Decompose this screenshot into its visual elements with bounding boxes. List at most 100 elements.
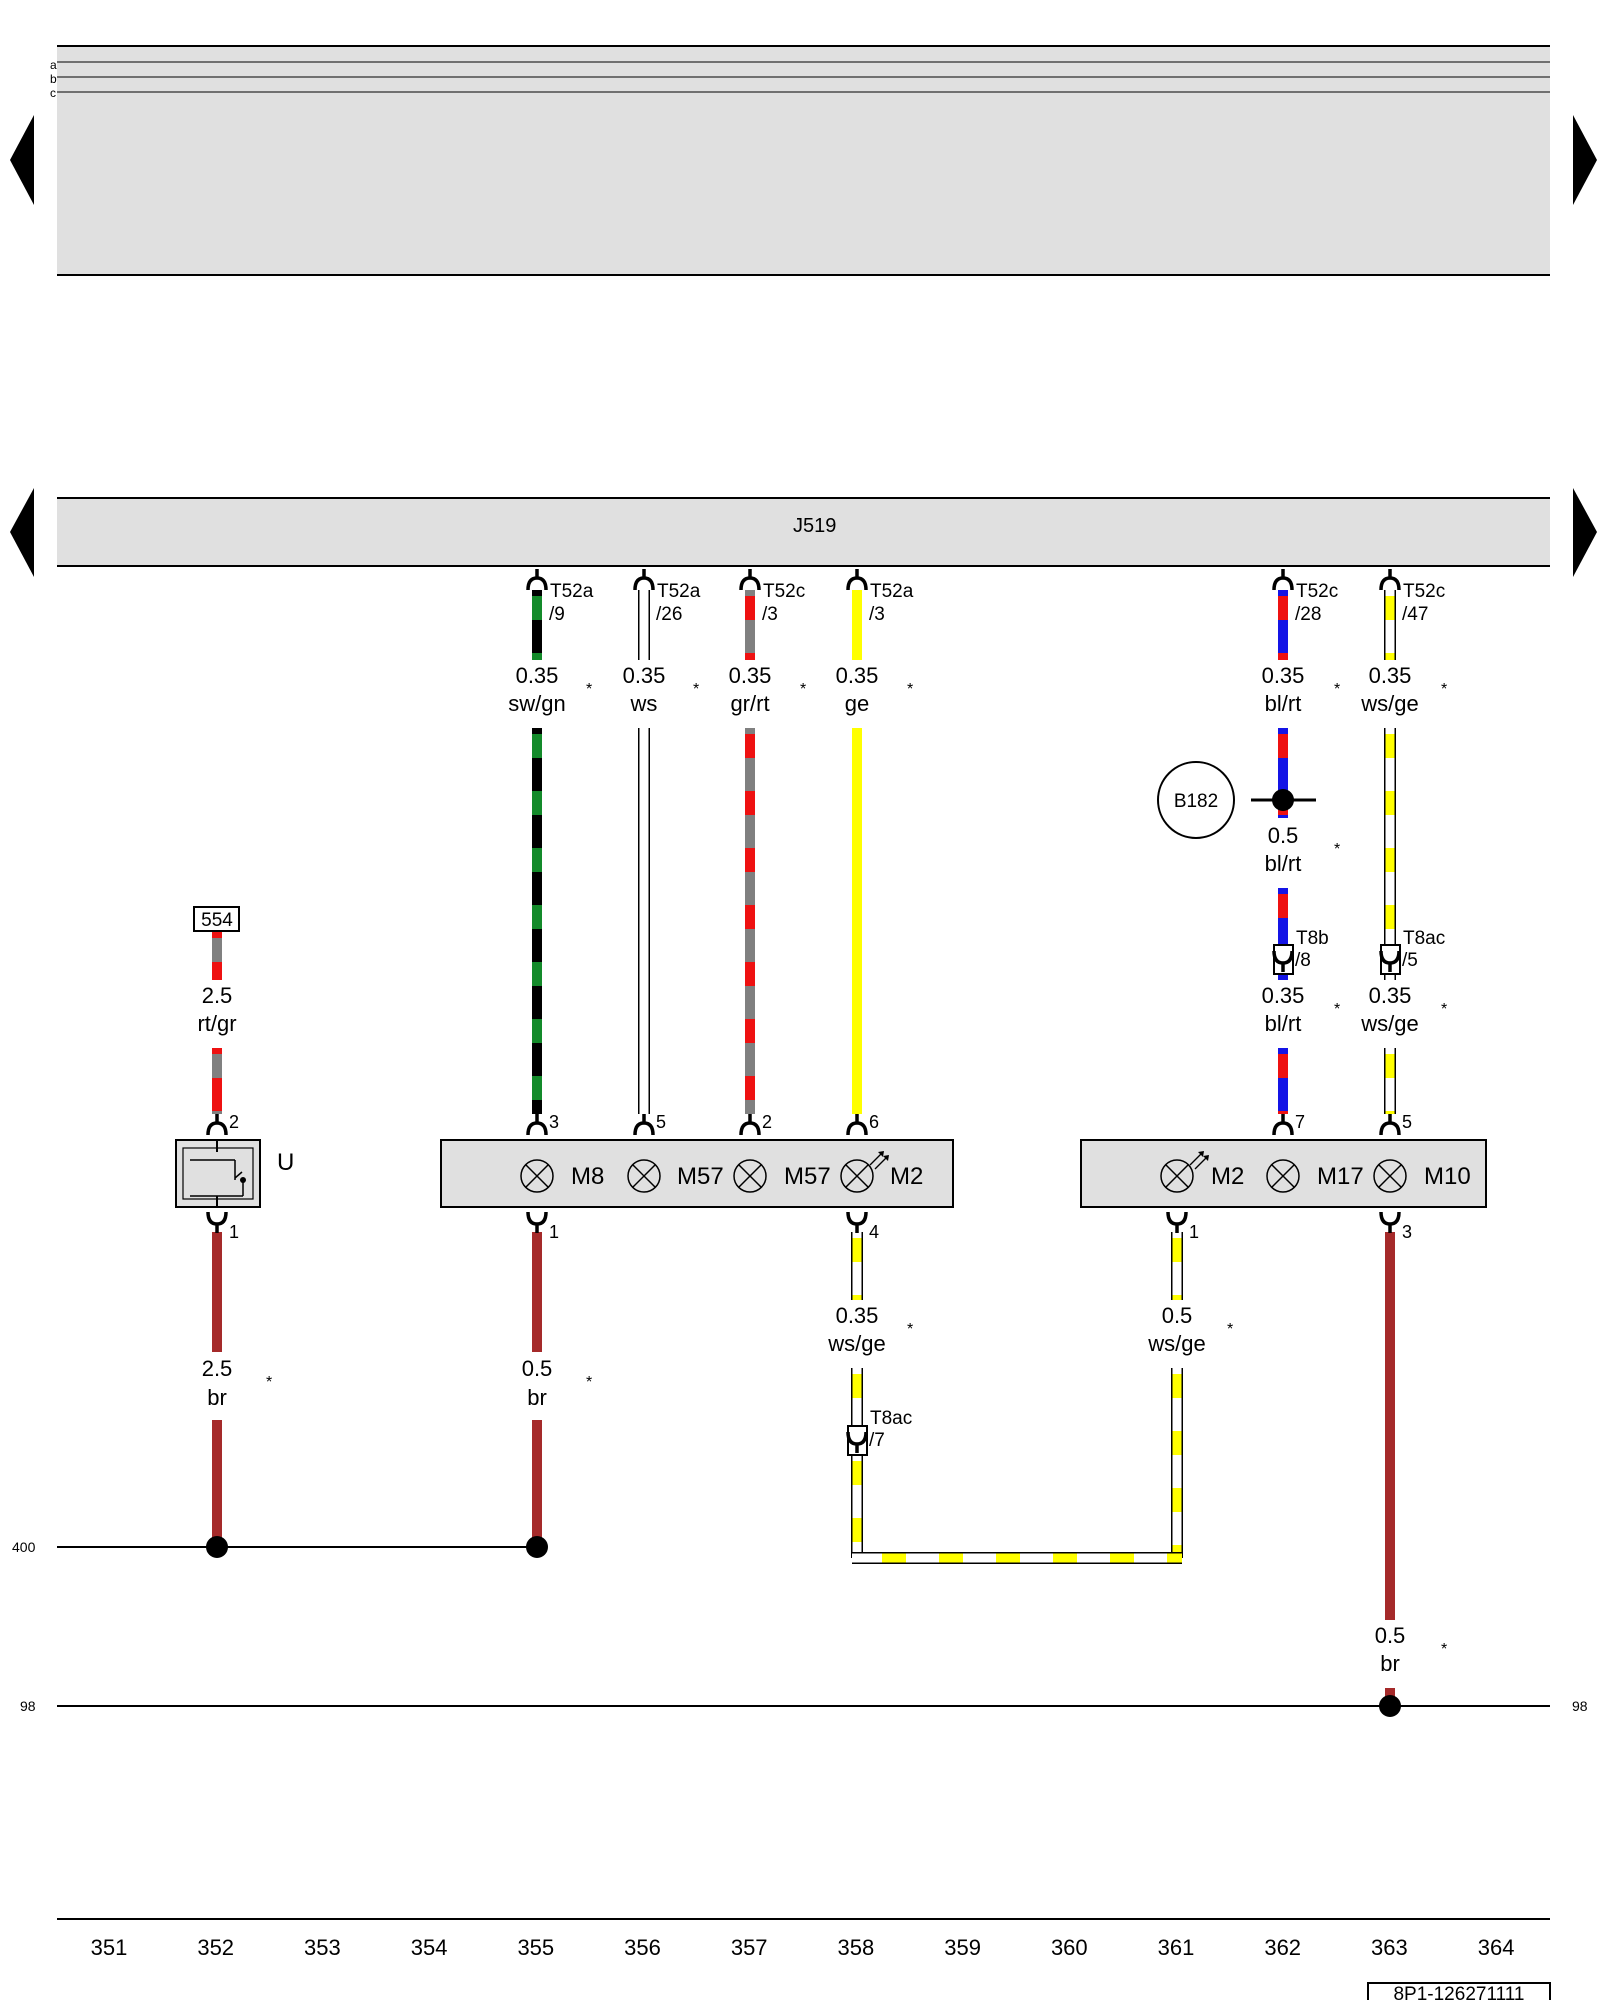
wire-size: 0.5 bbox=[1268, 823, 1299, 848]
document-id: 8P1-126271111 bbox=[1393, 1984, 1524, 2000]
lamp-label: M2 bbox=[1211, 1163, 1244, 1190]
wire-size: 0.5 bbox=[522, 1356, 553, 1381]
prev-arrow-mid[interactable] bbox=[10, 488, 34, 577]
column-number: 359 bbox=[944, 1935, 981, 1960]
wire-size: 0.35 bbox=[1262, 663, 1305, 688]
lamp-symbol bbox=[1266, 1159, 1300, 1193]
column-number: 357 bbox=[731, 1935, 768, 1960]
emission-arrow-icon bbox=[1189, 1151, 1209, 1170]
connector-pin: /26 bbox=[656, 604, 682, 625]
bus-label-400: 400 bbox=[12, 1539, 36, 1555]
inline-connector-label: T8ac bbox=[870, 1408, 912, 1429]
pin-number: 5 bbox=[656, 1112, 666, 1132]
pin-number: 3 bbox=[1402, 1222, 1412, 1242]
lamp-label: M17 bbox=[1317, 1163, 1364, 1190]
wire-color: rt/gr bbox=[197, 1011, 236, 1036]
pin-number: 7 bbox=[1295, 1112, 1305, 1132]
wire-color: br bbox=[1380, 1651, 1400, 1676]
wire-star: * bbox=[907, 681, 913, 698]
document-id-box: 8P1-126271111 bbox=[1367, 1982, 1551, 2000]
column-number: 355 bbox=[517, 1935, 554, 1960]
inline-connector-pin: /5 bbox=[1402, 950, 1418, 971]
wire-size: 0.5 bbox=[1375, 1623, 1406, 1648]
lamp-label: M8 bbox=[571, 1163, 604, 1190]
bus-label-98-left: 98 bbox=[20, 1698, 36, 1714]
inline-connector-pin: /7 bbox=[869, 1430, 885, 1451]
component-u-label: U bbox=[277, 1149, 294, 1176]
wire-star: * bbox=[693, 681, 699, 698]
connector-label: T52c bbox=[1403, 581, 1445, 602]
wire-size: 2.5 bbox=[202, 1356, 233, 1381]
lamp-label: M57 bbox=[784, 1163, 831, 1190]
lamp-label: M2 bbox=[890, 1163, 923, 1190]
wire-star: * bbox=[1441, 681, 1447, 698]
next-arrow-mid[interactable] bbox=[1573, 488, 1597, 577]
column-number: 356 bbox=[624, 1935, 661, 1960]
row-label-a: a bbox=[50, 58, 57, 72]
lamp-symbol bbox=[520, 1159, 554, 1193]
connector-pin: /3 bbox=[762, 604, 778, 625]
lamp-symbol bbox=[840, 1159, 874, 1193]
column-number: 351 bbox=[91, 1935, 128, 1960]
pin-number: 1 bbox=[229, 1222, 239, 1242]
next-arrow-top[interactable] bbox=[1573, 115, 1597, 205]
pin-number: 3 bbox=[549, 1112, 559, 1132]
column-number: 364 bbox=[1478, 1935, 1515, 1960]
wire-size: 0.35 bbox=[1369, 663, 1412, 688]
inline-connectors: T8b /8 T8ac /5 T8ac /7 bbox=[846, 928, 1445, 1456]
wire-color: ws/ge bbox=[1360, 691, 1418, 716]
column-number: 362 bbox=[1264, 1935, 1301, 1960]
connector-pin: /3 bbox=[869, 604, 885, 625]
wire-size: 0.35 bbox=[1262, 983, 1305, 1008]
wire-star: * bbox=[1441, 1001, 1447, 1018]
wire-star: * bbox=[586, 1374, 592, 1391]
connector-pin: /47 bbox=[1402, 604, 1428, 625]
pin-number: 1 bbox=[1189, 1222, 1199, 1242]
junction-dot bbox=[1379, 1695, 1401, 1717]
wire-color: bl/rt bbox=[1265, 851, 1302, 876]
connector-label: T52a bbox=[870, 581, 914, 602]
lamp-label: M57 bbox=[677, 1163, 724, 1190]
prev-arrow-top[interactable] bbox=[10, 115, 34, 205]
wires bbox=[212, 590, 1396, 1706]
lamp-symbol bbox=[1160, 1159, 1194, 1193]
lamps: M8 M57 M57 M2 M2 M17 M10 bbox=[520, 1151, 1471, 1193]
block-pins: 3 5 2 6 7 5 1 4 1 3 bbox=[526, 1112, 1412, 1242]
wire-star: * bbox=[1334, 681, 1340, 698]
column-number: 354 bbox=[411, 1935, 448, 1960]
column-number: 358 bbox=[838, 1935, 875, 1960]
wire-size: 0.35 bbox=[1369, 983, 1412, 1008]
wire-color: br bbox=[207, 1385, 227, 1410]
row-label-c: c bbox=[50, 86, 56, 100]
connector-label: T52a bbox=[657, 581, 701, 602]
wire-star: * bbox=[907, 1321, 913, 1338]
lamp-label: M10 bbox=[1424, 1163, 1471, 1190]
pin-number: 2 bbox=[762, 1112, 772, 1132]
header-panel: a b c bbox=[50, 45, 1550, 276]
wire-color: ws/ge bbox=[1147, 1331, 1205, 1356]
reference-box-554[interactable]: 554 bbox=[193, 906, 240, 932]
wire-color: ge bbox=[845, 691, 869, 716]
column-number: 353 bbox=[304, 1935, 341, 1960]
j519-connectors: T52a /9 T52a /26 T52c /3 T52a /3 T52c /2… bbox=[526, 567, 1445, 625]
wire-star: * bbox=[800, 681, 806, 698]
bus-label-98-right: 98 bbox=[1572, 1698, 1588, 1714]
wire-size: 2.5 bbox=[202, 983, 233, 1008]
lamp-symbol bbox=[1373, 1159, 1407, 1193]
connector-pin: /9 bbox=[549, 604, 565, 625]
wire-size: 0.35 bbox=[729, 663, 772, 688]
wire-color: br bbox=[527, 1385, 547, 1410]
junction-dot bbox=[526, 1536, 548, 1558]
connector-pin: /28 bbox=[1295, 604, 1321, 625]
splice-b182: B182 bbox=[1157, 761, 1316, 839]
wire-size: 0.35 bbox=[516, 663, 559, 688]
wire-star: * bbox=[1227, 1321, 1233, 1338]
pin-number: 5 bbox=[1402, 1112, 1412, 1132]
inline-connector-label: T8ac bbox=[1403, 928, 1445, 949]
wire-color: bl/rt bbox=[1265, 1011, 1302, 1036]
column-number: 360 bbox=[1051, 1935, 1088, 1960]
wire-size: 0.35 bbox=[836, 663, 879, 688]
wire-size: 0.5 bbox=[1162, 1303, 1193, 1328]
pin-number: 1 bbox=[549, 1222, 559, 1242]
